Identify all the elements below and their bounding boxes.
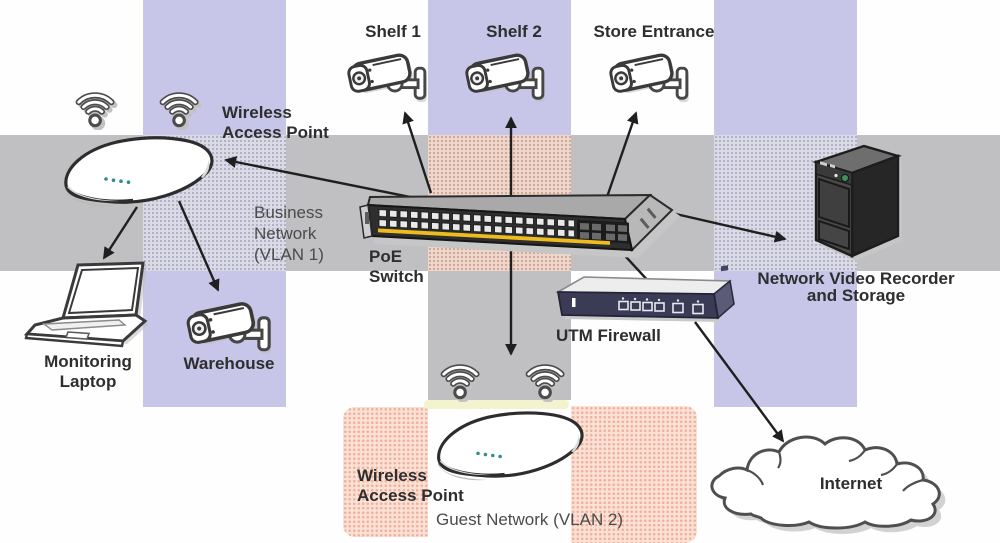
label-shelf2: Shelf 2 (486, 22, 542, 41)
poe-switch-icon (358, 186, 698, 268)
label-warehouse: Warehouse (183, 354, 275, 373)
label-wireless-access-point-business: Wireless Access Point (222, 103, 329, 142)
guest-zone-highlight-right (571, 406, 697, 543)
camera-icon-store-entrance (607, 44, 695, 106)
wifi-icon (68, 80, 126, 130)
camera-icon-warehouse (184, 292, 278, 358)
guest-zone-highlight-left (343, 407, 428, 537)
camera-icon-shelf2 (463, 44, 551, 106)
label-guest-network-vlan2: Guest Network (VLAN 2) (436, 510, 624, 529)
label-poe-switch: PoE Switch (369, 247, 424, 286)
label-shelf1: Shelf 1 (365, 22, 421, 41)
utm-firewall-icon (545, 263, 740, 343)
label-nvr: Network Video Recorder and Storage (757, 269, 955, 305)
camera-icon-shelf1 (345, 44, 433, 106)
wifi-icon (433, 352, 491, 402)
label-utm-firewall: UTM Firewall (556, 326, 661, 345)
internet-cloud-icon (703, 424, 965, 536)
nvr-icon (806, 142, 906, 264)
laptop-icon (20, 248, 155, 350)
label-wireless-access-point-guest: Wireless Access Point (357, 466, 464, 505)
label-internet: Internet (819, 474, 883, 493)
grid-cell-lavender-gray (143, 135, 286, 271)
grid-cell-lavender (714, 271, 857, 407)
wifi-icon (518, 352, 576, 402)
grid-cell-lavender (143, 0, 286, 135)
grid-cell-lavender (714, 0, 857, 135)
wifi-icon (152, 80, 210, 130)
access-point-icon-business (53, 132, 218, 212)
label-store-entrance: Store Entrance (593, 22, 715, 41)
guest-zone-yellow-strip (424, 400, 569, 409)
label-monitoring-laptop: Monitoring Laptop (44, 352, 132, 391)
label-business-network-vlan1: Business Network (VLAN 1) (254, 203, 324, 264)
